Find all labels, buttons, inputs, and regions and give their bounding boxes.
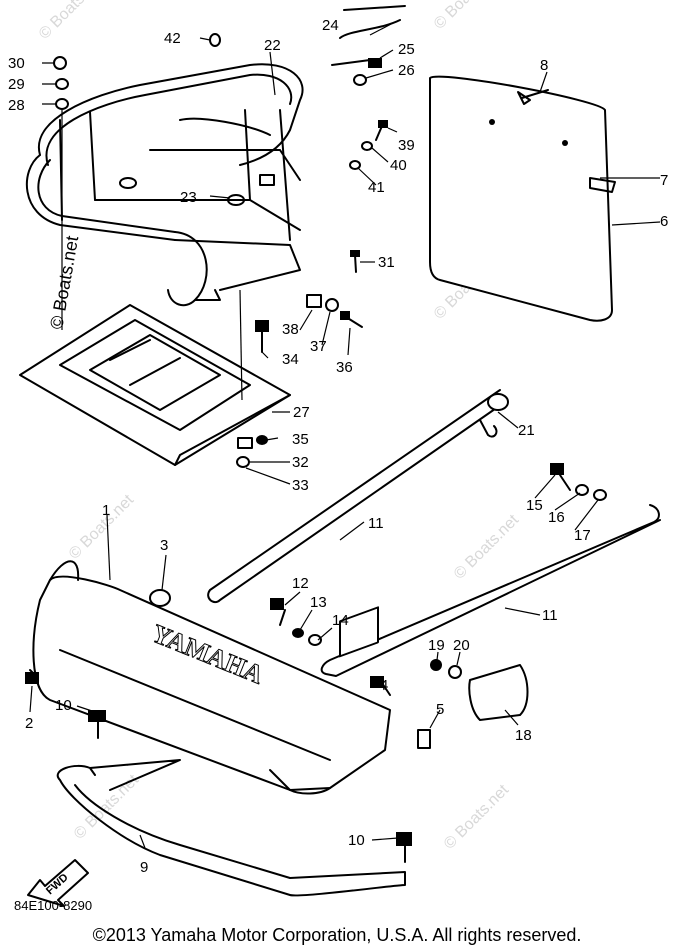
watermark: © Boats.net xyxy=(451,511,523,583)
callout-10b: 10 xyxy=(348,832,365,849)
leader-lines xyxy=(29,21,661,849)
callout-41: 41 xyxy=(368,179,385,196)
callout-20: 20 xyxy=(453,637,470,654)
callout-13: 13 xyxy=(310,594,327,611)
callout-39: 39 xyxy=(398,137,415,154)
bumper-guard xyxy=(56,759,406,897)
watermark: © Boats.net xyxy=(71,771,143,843)
callout-labels: 1 2 3 4 5 6 7 8 9 10 10 11 11 12 13 14 1… xyxy=(8,17,668,876)
callout-11a: 11 xyxy=(368,515,384,532)
side-reflector xyxy=(468,664,529,721)
rack-floor-plate xyxy=(19,304,291,466)
callout-29: 29 xyxy=(8,76,25,93)
callout-8: 8 xyxy=(540,57,548,74)
callout-22: 22 xyxy=(264,37,281,54)
rubber-cap-21 xyxy=(487,393,509,411)
callout-12: 12 xyxy=(292,575,309,592)
callout-28: 28 xyxy=(8,97,25,114)
callout-40: 40 xyxy=(390,157,407,174)
forward-arrow: FWD xyxy=(27,859,89,907)
watermark: © Boats.net xyxy=(36,0,108,43)
plate-bracket xyxy=(589,177,616,193)
callout-10a: 10 xyxy=(55,697,72,714)
callout-31: 31 xyxy=(378,254,395,271)
callout-30: 30 xyxy=(8,55,25,72)
bumper-reflector xyxy=(339,606,379,658)
callout-34: 34 xyxy=(282,351,299,368)
callout-38: 38 xyxy=(282,321,299,338)
grommet-3 xyxy=(149,589,171,607)
callout-15: 15 xyxy=(526,497,543,514)
callout-14: 14 xyxy=(332,612,349,629)
right-stay xyxy=(320,504,661,677)
watermark: © Boats.net xyxy=(441,781,513,853)
watermark-vertical: © Boats.net xyxy=(46,234,82,330)
callout-3: 3 xyxy=(160,537,168,554)
plate-bolt xyxy=(517,89,549,105)
callout-33: 33 xyxy=(292,477,309,494)
callout-35: 35 xyxy=(292,431,309,448)
license-plate xyxy=(429,75,613,322)
callout-19: 19 xyxy=(428,637,445,654)
watermark: © Boats.net xyxy=(431,0,503,33)
callout-2: 2 xyxy=(25,715,33,732)
callout-11b: 11 xyxy=(542,607,558,624)
callout-24: 24 xyxy=(322,17,339,34)
part-code: 84E100-8290 xyxy=(14,898,93,913)
callout-32: 32 xyxy=(292,454,309,471)
callout-21: 21 xyxy=(518,422,535,439)
callout-16: 16 xyxy=(548,509,565,526)
rear-rack-frame xyxy=(26,63,304,307)
left-stay xyxy=(207,389,506,604)
callout-9: 9 xyxy=(140,859,148,876)
callout-17: 17 xyxy=(574,527,591,544)
callout-4: 4 xyxy=(380,677,388,694)
callout-25: 25 xyxy=(398,41,415,58)
callout-37: 37 xyxy=(310,338,327,355)
callout-26: 26 xyxy=(398,62,415,79)
callout-23: 23 xyxy=(180,189,197,206)
callout-7: 7 xyxy=(660,172,668,189)
callout-27: 27 xyxy=(293,404,310,421)
callout-6: 6 xyxy=(660,213,668,230)
copyright-notice: ©2013 Yamaha Motor Corporation, U.S.A. A… xyxy=(92,925,582,945)
callout-36: 36 xyxy=(336,359,353,376)
callout-42: 42 xyxy=(164,30,181,47)
callout-5: 5 xyxy=(436,701,444,718)
callout-1: 1 xyxy=(102,502,110,519)
front-bumper: YAMAHA xyxy=(32,560,391,795)
callout-18: 18 xyxy=(515,727,532,744)
